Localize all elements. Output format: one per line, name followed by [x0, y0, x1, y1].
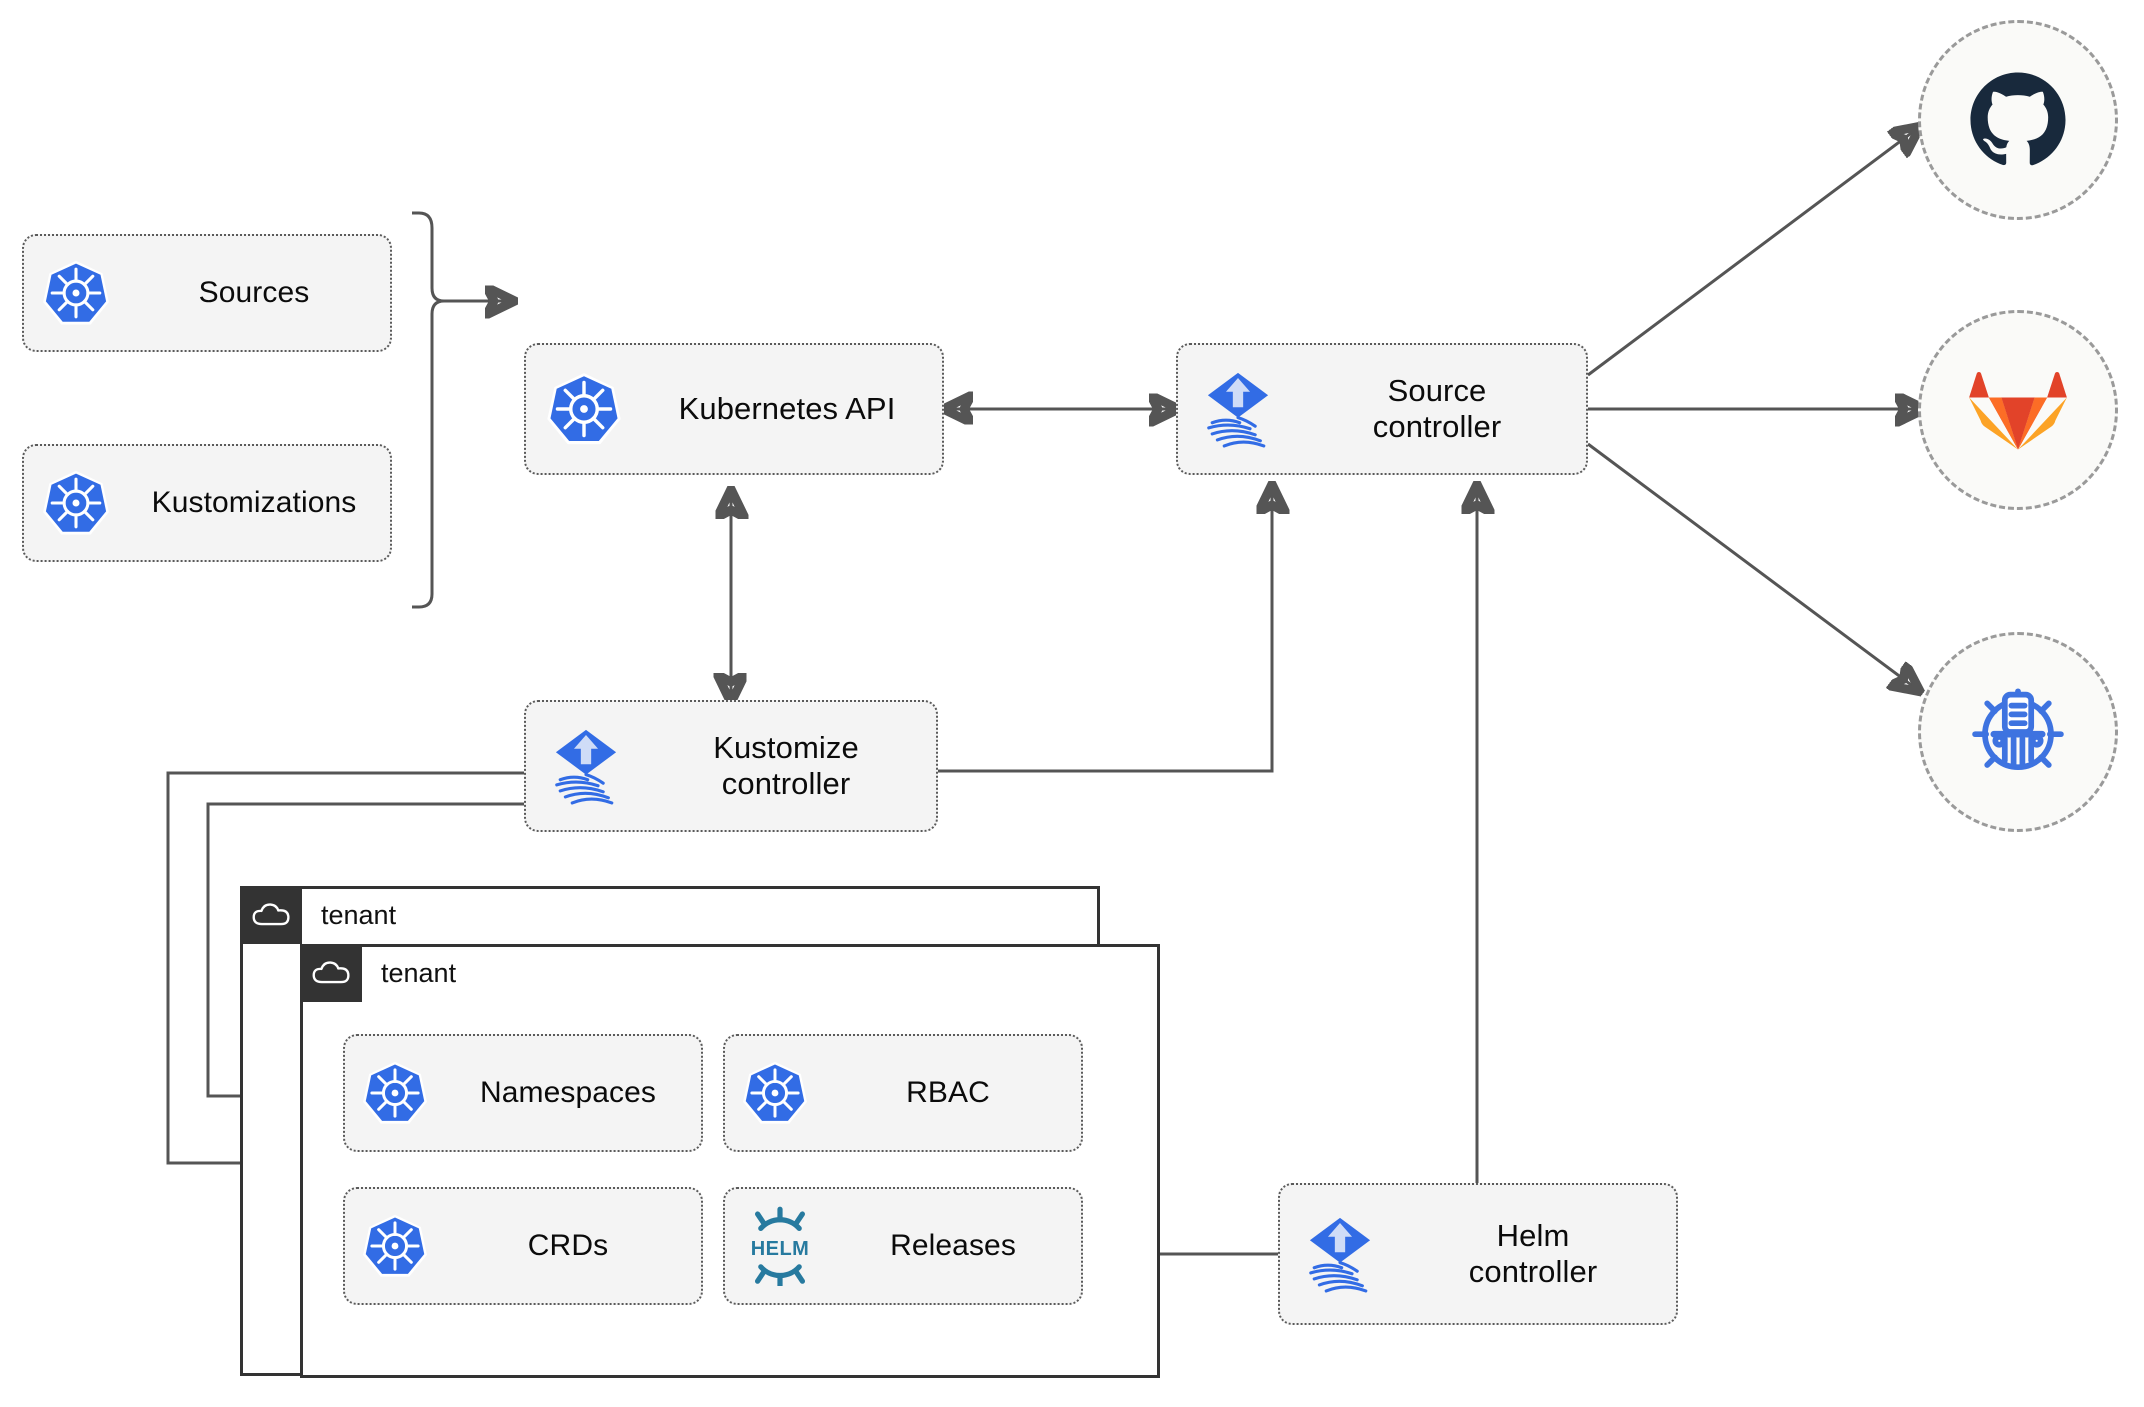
wire-source-controller-to-github: [1587, 128, 1918, 377]
node-rbac-label: RBAC: [906, 1075, 990, 1109]
node-namespaces-label: Namespaces: [479, 1075, 657, 1109]
kubernetes-icon: [345, 1212, 445, 1280]
node-kustomizations[interactable]: Kustomizations: [22, 444, 392, 562]
kubernetes-icon: [345, 1059, 445, 1127]
flux-icon: [1280, 1211, 1400, 1297]
node-releases-label: Releases: [890, 1228, 1016, 1262]
node-namespaces[interactable]: Namespaces: [343, 1034, 703, 1152]
node-source-controller[interactable]: Source controller: [1176, 343, 1588, 475]
kubernetes-icon: [526, 370, 642, 448]
flux-icon: [526, 723, 646, 809]
wire-bracket-group: [412, 211, 445, 609]
node-releases[interactable]: HELM Releases: [723, 1187, 1083, 1305]
node-kustomize-controller-label: Kustomize controller: [713, 730, 859, 801]
provider-gitlab[interactable]: [1918, 310, 2118, 510]
tenant-front-label: tenant: [381, 957, 457, 988]
node-kustomizations-label: Kustomizations: [151, 485, 357, 519]
wire-source-controller-to-bucket: [1587, 442, 1918, 690]
node-sources-label: Sources: [198, 275, 310, 309]
node-source-controller-label: Source controller: [1372, 373, 1502, 444]
provider-github[interactable]: [1918, 20, 2118, 220]
node-helm-controller-label: Helm controller: [1468, 1218, 1598, 1289]
node-helm-controller[interactable]: Helm controller: [1278, 1183, 1678, 1325]
kubernetes-icon: [24, 468, 128, 538]
svg-text:HELM: HELM: [751, 1238, 810, 1260]
tenant-container-front[interactable]: tenant Namespaces: [300, 944, 1160, 1378]
helm-icon: HELM: [725, 1206, 835, 1286]
gitlab-icon: [1969, 372, 2067, 450]
flux-icon: [1178, 366, 1298, 452]
node-kubernetes-api-label: Kubernetes API: [678, 391, 896, 427]
node-kustomize-controller[interactable]: Kustomize controller: [524, 700, 938, 832]
node-sources[interactable]: Sources: [22, 234, 392, 352]
github-icon: [1970, 72, 2066, 166]
provider-bucket[interactable]: [1918, 632, 2118, 832]
bucket-icon: [1972, 688, 2064, 771]
kubernetes-icon: [24, 258, 128, 328]
kubernetes-icon: [725, 1059, 825, 1127]
node-rbac[interactable]: RBAC: [723, 1034, 1083, 1152]
node-crds[interactable]: CRDs: [343, 1187, 703, 1305]
cloud-icon: [240, 886, 302, 944]
node-crds-label: CRDs: [527, 1228, 609, 1262]
wire-kustomize-controller-to-source-controller: [938, 487, 1272, 773]
node-kubernetes-api[interactable]: Kubernetes API: [524, 343, 944, 475]
cloud-icon: [300, 944, 362, 1002]
tenant-back-label: tenant: [321, 899, 397, 930]
